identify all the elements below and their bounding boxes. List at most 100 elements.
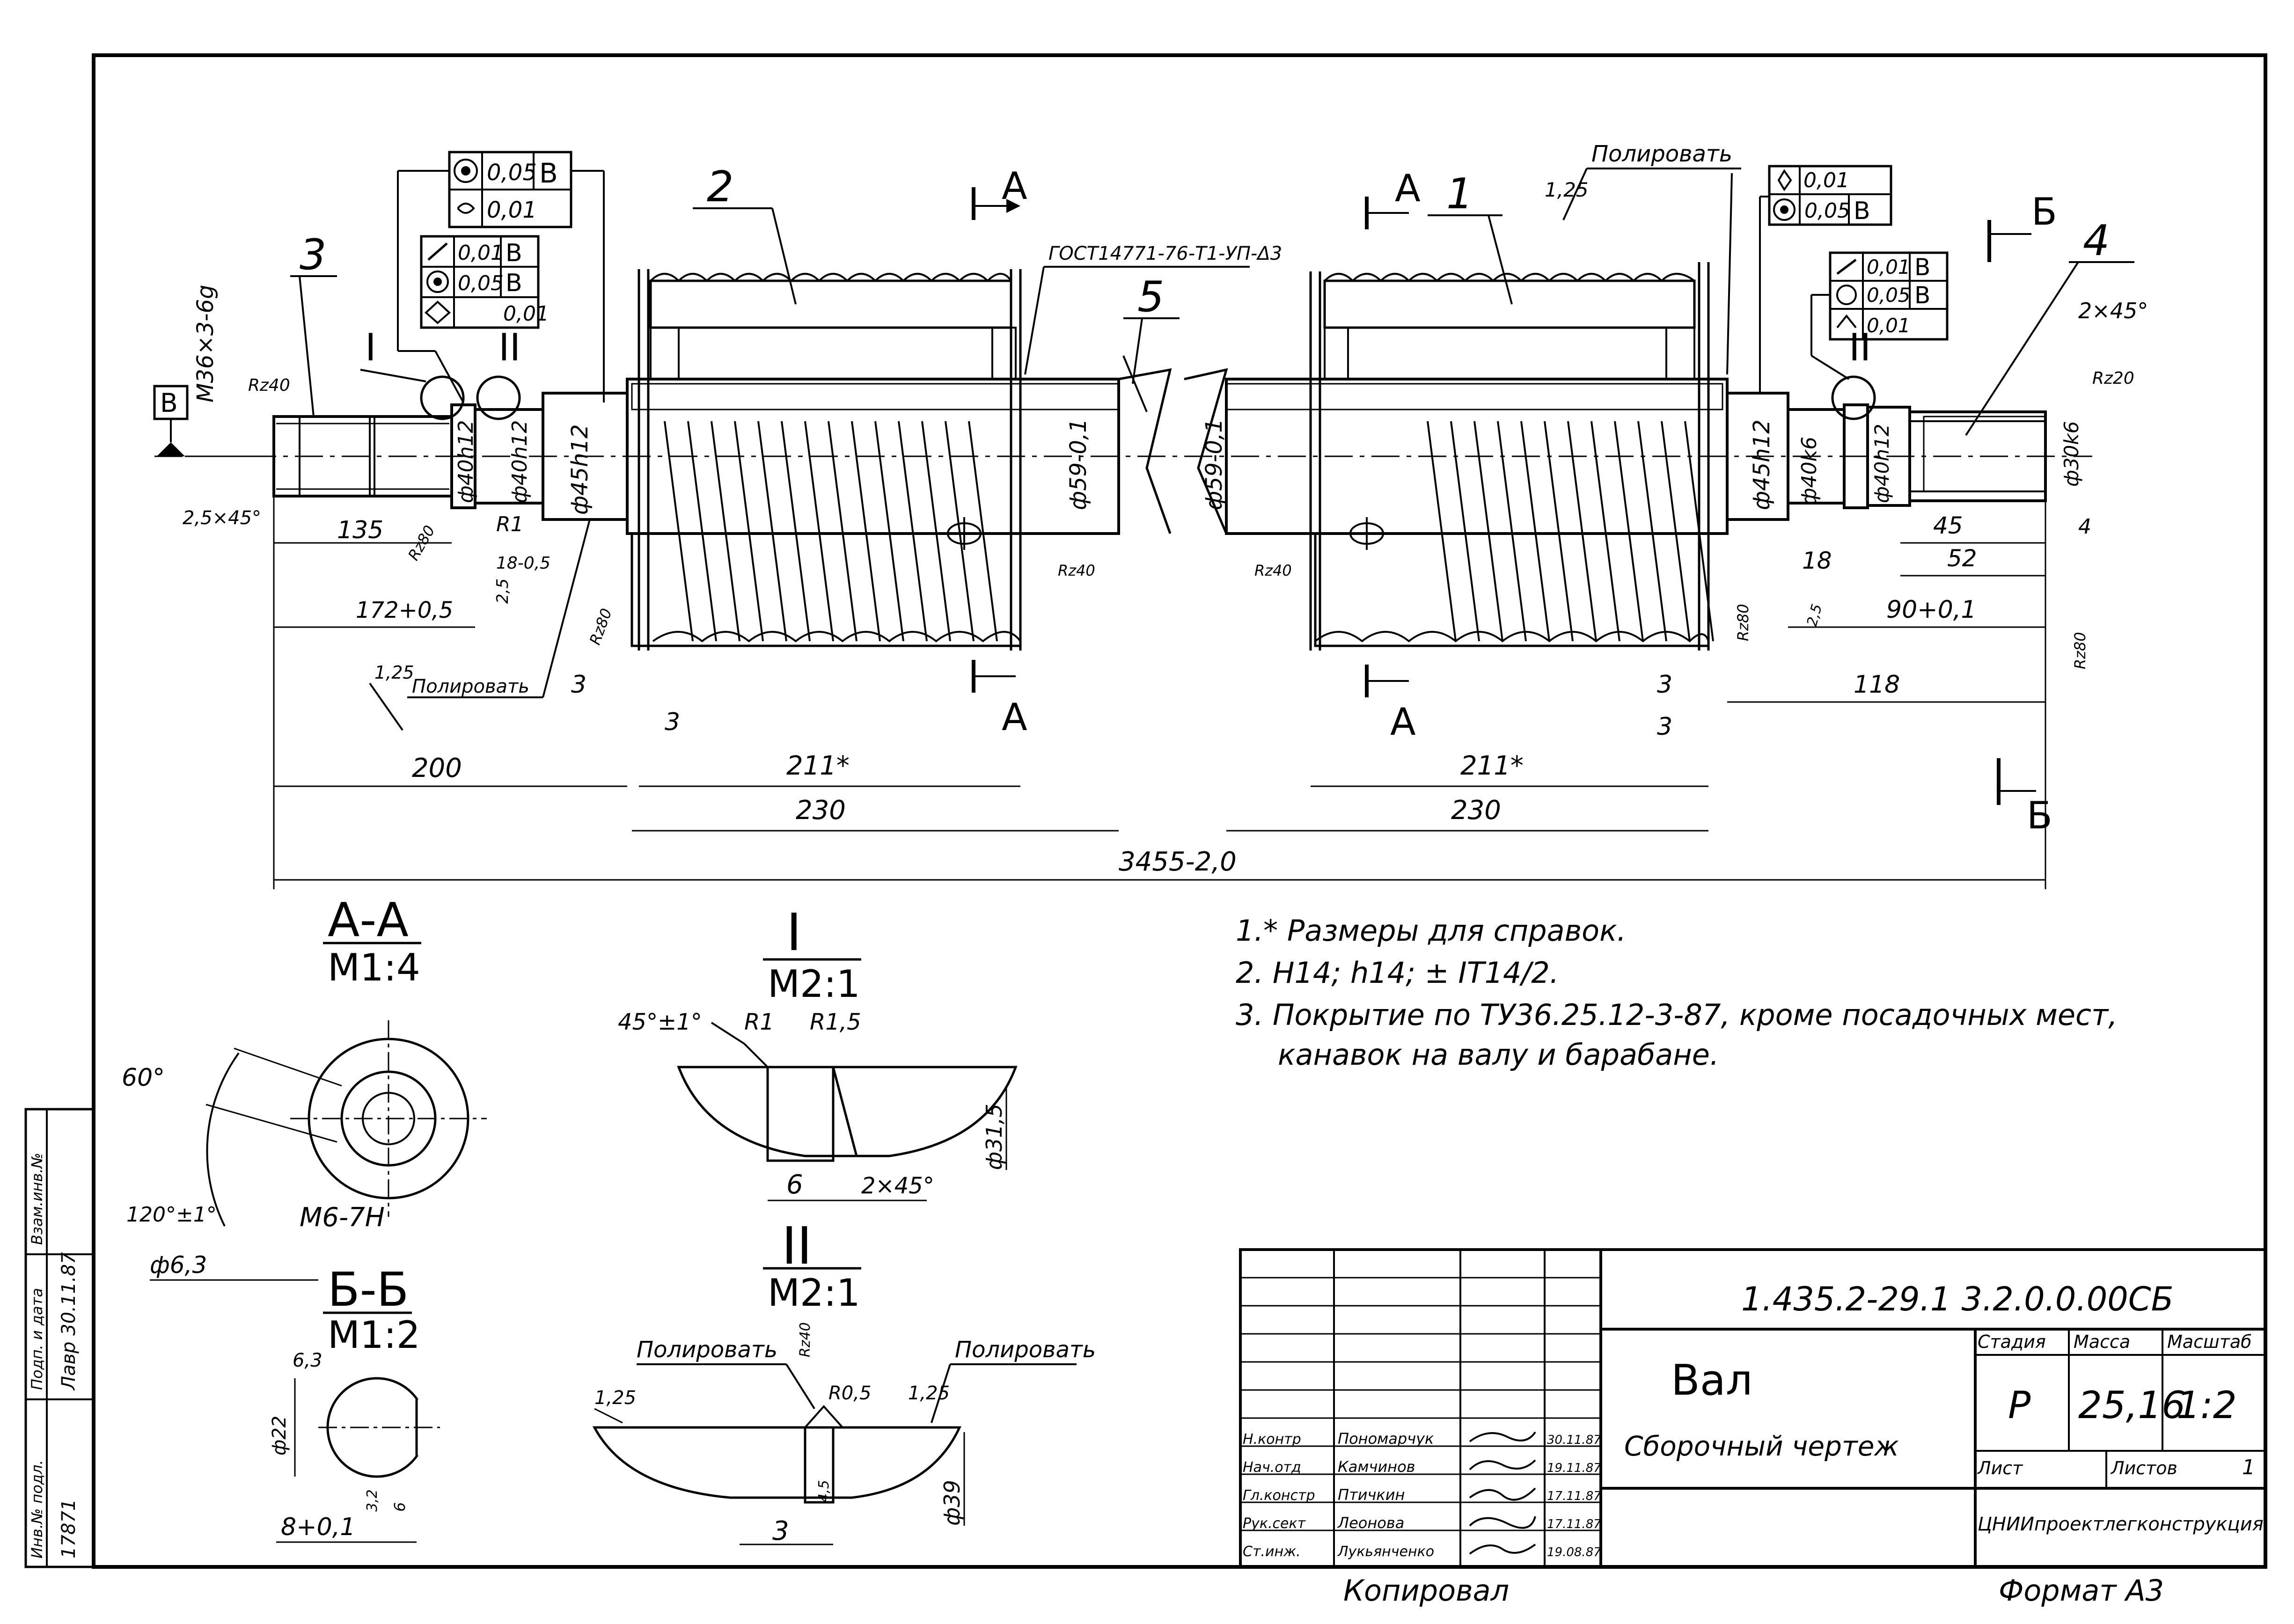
detail-1-angle: 45°±1°: [618, 1009, 702, 1035]
section-a-bottom-left: А: [1002, 695, 1027, 739]
title-block: Н.контр Нач.отд Гл.констр Рук.сект Ст.ин…: [1239, 1248, 2267, 1568]
tb-role-1: Нач.отд: [1243, 1459, 1301, 1476]
tb-sheet-label: Лист: [1977, 1458, 2023, 1478]
dim-d40h12-right: ф40h12: [1870, 424, 1893, 503]
tb-doc-number: 1.435.2-29.1 3.2.0.0.00СБ: [1741, 1280, 2174, 1318]
dim-211-b: 211*: [1460, 751, 1524, 781]
dim-135: 135: [337, 516, 383, 544]
detail-2-scale: М2:1: [768, 1271, 860, 1315]
detail-1-r15: R1,5: [810, 1009, 861, 1035]
tb-date-3: 17.11.87: [1547, 1517, 1601, 1531]
dim-18: 18: [1802, 547, 1832, 574]
section-marks: А А А А Б Б: [972, 164, 2057, 837]
section-bb-d22: ф22: [269, 1416, 290, 1456]
side-stamp-1: Взам.инв.№: [28, 1153, 46, 1245]
detail-1-6: 6: [786, 1170, 803, 1200]
detail-2-r05: R0,5: [828, 1383, 871, 1404]
dim-rz40-left: Rz40: [248, 376, 290, 395]
right-frame3-value: 0,01: [1867, 256, 1911, 278]
section-bb-6: 6: [391, 1502, 409, 1512]
section-aa-thread: M6-7H: [300, 1202, 385, 1233]
detail-2-d39: ф39: [939, 1480, 965, 1526]
roughness-125-left: 1,25: [374, 662, 414, 683]
section-bb-scale: М1:2: [328, 1313, 420, 1357]
left-tolerance-frames: 0,05 В 0,01 0,01 В 0,05 В 0,01: [397, 151, 605, 403]
tb-stage-label: Стадия: [1978, 1331, 2046, 1352]
left-frame3-value: 0,01: [458, 241, 504, 265]
footer-copied: Копировал: [1343, 1573, 1509, 1608]
note-1: 1.* Размеры для справок.: [1236, 914, 1626, 948]
main-view-annotations: Полировать 1,25 ГОСТ14771-76-Т1-УП-Δ3 По…: [183, 141, 2148, 889]
technical-notes: 1.* Размеры для справок. 2. H14; h14; ± …: [1236, 914, 2118, 1072]
note-3a: 3. Покрытие по ТУ36.25.12-3-87, кроме по…: [1236, 998, 2118, 1032]
detail-2-rz40: Rz40: [797, 1322, 814, 1357]
right-frame2-value: 0,05: [1804, 199, 1850, 223]
section-bb-63: 6,3: [293, 1350, 322, 1371]
right-frame4-value: 0,05: [1867, 284, 1911, 307]
note-3b: канавок на валу и барабане.: [1278, 1038, 1719, 1072]
dim-25-right: 2,5: [1804, 602, 1825, 628]
side-stamp-3: Инв.№ подл.: [28, 1460, 46, 1558]
tb-sheets: 1: [2242, 1456, 2255, 1479]
left-frame3-datum: В: [506, 239, 522, 267]
section-aa-angle120: 120°±1°: [126, 1203, 217, 1227]
item-4-label: 4: [2083, 216, 2110, 265]
item-5-label: 5: [1137, 272, 1164, 322]
dim-90: 90+0,1: [1886, 596, 1976, 624]
tb-date-2: 17.11.87: [1547, 1489, 1601, 1503]
section-bb-32: 3,2: [364, 1489, 381, 1512]
detail-1-chamfer: 2×45°: [861, 1173, 934, 1199]
item-1-label: 1: [1446, 169, 1473, 219]
datum-marker: В: [153, 385, 274, 457]
tb-mass: 25,16: [2078, 1383, 2185, 1427]
right-frame5-value: 0,01: [1867, 314, 1911, 337]
section-aa-d63: ф6,3: [150, 1251, 207, 1279]
detail-callouts: I II II: [360, 326, 1876, 420]
dim-52: 52: [1947, 545, 1977, 572]
left-frame2-value: 0,01: [487, 197, 537, 223]
section-aa-scale: М1:4: [328, 946, 420, 989]
dim-118: 118: [1854, 671, 1900, 699]
detail-1-mark: I: [365, 326, 376, 369]
tb-name-0: Пономарчук: [1338, 1430, 1434, 1448]
dim-4: 4: [2078, 515, 2091, 539]
right-tolerance-frames: 0,01 0,05 В 0,01 В 0,05 В 0,01: [1759, 165, 1949, 393]
detail-1-scale: М2:1: [768, 962, 860, 1006]
side-stamp-5: Лавр 30.11.87: [58, 1252, 80, 1391]
tb-name-1: Камчинов: [1338, 1458, 1415, 1476]
side-stamp-2: Подп. и дата: [28, 1288, 46, 1390]
tb-signature-4: [1469, 1544, 1536, 1555]
tb-role-4: Ст.инж.: [1243, 1544, 1301, 1560]
item-callouts: 2 1 3 4 5: [290, 162, 2134, 436]
detail-1-title: I: [786, 902, 801, 962]
section-bb: Б-Б М1:2 6,3 ф22 8+0,1 3,2 6: [269, 1262, 440, 1543]
dim-200: 200: [412, 753, 462, 783]
section-aa-angle60: 60°: [122, 1064, 165, 1092]
tb-role-3: Рук.сект: [1243, 1515, 1306, 1532]
section-a-bottom-right: А: [1390, 700, 1416, 744]
left-frame4-value: 0,05: [458, 271, 504, 295]
tb-date-0: 30.11.87: [1547, 1433, 1601, 1447]
detail-1-r1: R1: [744, 1009, 774, 1035]
detail-2-title: II: [782, 1216, 812, 1276]
dim-d40h12-b: ф40h12: [508, 420, 532, 503]
dim-rz80-c: Rz80: [1734, 604, 1752, 641]
item-3-label: 3: [300, 230, 326, 279]
drawing-frame: [92, 53, 2267, 1569]
section-b-top: Б: [2031, 190, 2057, 234]
section-bb-title: Б-Б: [328, 1262, 409, 1317]
section-a-top-left: А: [1002, 164, 1027, 208]
detail-2-3: 3: [772, 1516, 789, 1546]
dim-230-b: 230: [1451, 795, 1501, 826]
tb-date-4: 19.08.87: [1547, 1545, 1601, 1559]
tb-subname: Сборочный чертеж: [1624, 1430, 1899, 1462]
section-b-bottom: Б: [2027, 794, 2052, 837]
detail-1-d315: ф31,5: [982, 1104, 1007, 1170]
roughness-125-top: 1,25: [1545, 178, 1589, 201]
dim-230-a: 230: [796, 795, 846, 826]
tb-stage: Р: [2008, 1383, 2031, 1427]
tb-signature-0: [1469, 1431, 1536, 1442]
dim-d59-left: ф59-0,1: [1065, 418, 1092, 510]
dim-3a: 3: [571, 671, 586, 699]
tb-name-3: Леонова: [1337, 1514, 1404, 1532]
